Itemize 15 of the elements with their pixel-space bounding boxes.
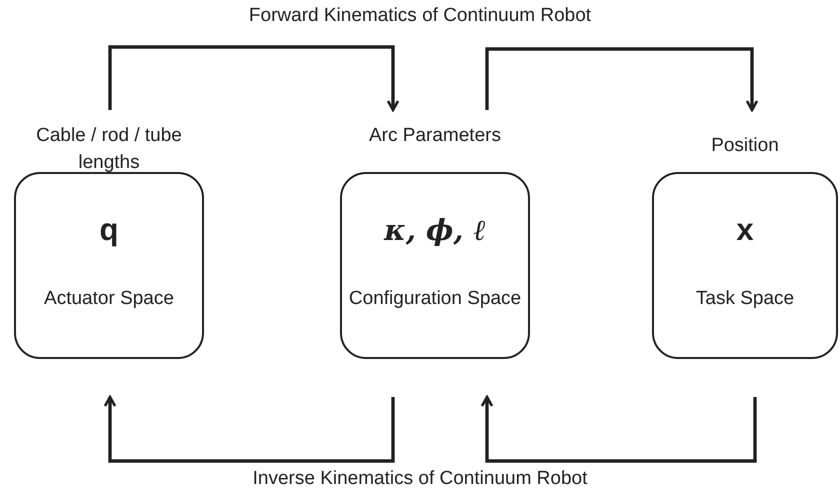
arrow bbox=[485, 47, 758, 112]
space-label: Configuration Space bbox=[348, 287, 522, 311]
math-symbol: κ, ϕ, ℓ bbox=[382, 212, 487, 249]
space-heading: Arc Parameters bbox=[368, 124, 502, 148]
kinematics-label: Inverse Kinematics of Continuum Robot bbox=[252, 467, 588, 491]
kinematics-label: Forward Kinematics of Continuum Robot bbox=[248, 4, 592, 28]
arrow bbox=[104, 396, 395, 463]
space-heading: Cable / rod / tube lengths bbox=[35, 124, 183, 175]
arrow bbox=[108, 45, 400, 112]
space-label: Actuator Space bbox=[43, 287, 175, 311]
space-label: Task Space bbox=[694, 287, 796, 311]
math-symbol: q bbox=[98, 211, 120, 249]
space-heading: Position bbox=[710, 134, 780, 158]
math-symbol: x bbox=[735, 211, 755, 249]
arrow bbox=[480, 396, 757, 463]
